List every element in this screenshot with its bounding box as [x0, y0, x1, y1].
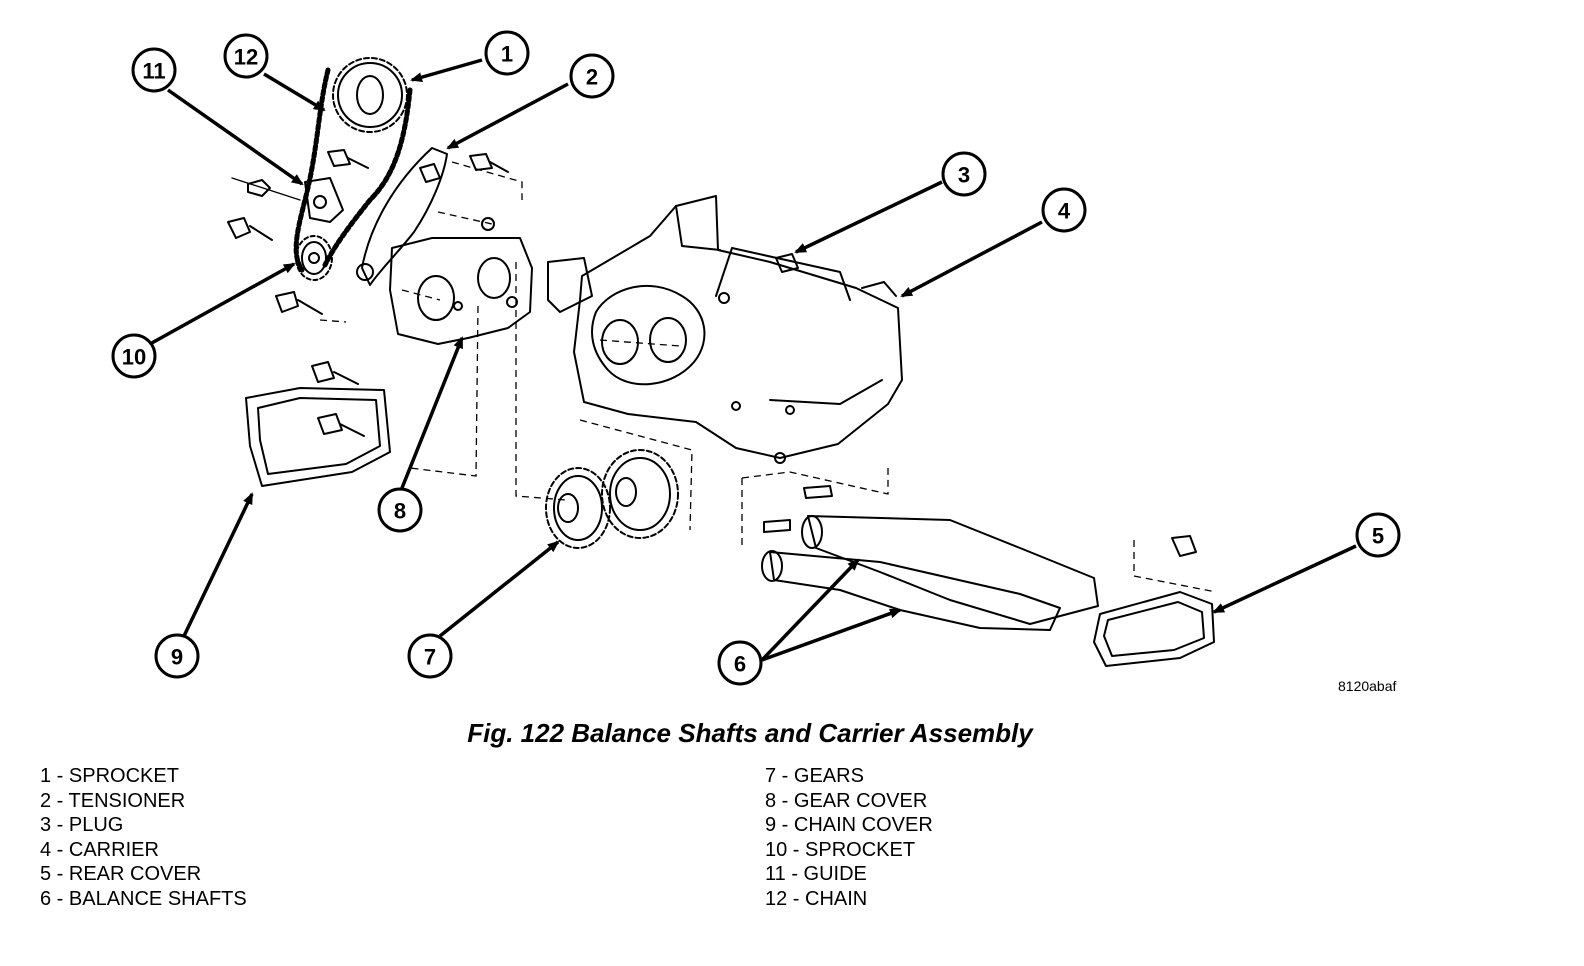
tensioner-drawing — [356, 147, 448, 286]
legend-item: 5 - REAR COVER — [40, 863, 202, 886]
legend-right-column: 7 - GEARS 8 - GEAR COVER 9 - CHAIN COVER… — [765, 764, 933, 912]
legend-item: 10 - SPROCKET — [765, 838, 916, 861]
callout-number-4: 4 — [1058, 199, 1071, 224]
rear-cover-drawing — [1093, 591, 1215, 667]
legend-item: 4 - CARRIER — [40, 838, 159, 861]
sprocket-drawing — [332, 57, 408, 133]
small-sprocket-drawing — [295, 235, 333, 281]
callout-circle-2 — [569, 53, 615, 99]
callout-number-6: 6 — [734, 652, 746, 677]
callout-circle-12 — [223, 33, 269, 79]
callout-number-3: 3 — [958, 163, 970, 188]
callout-number-8: 8 — [394, 499, 406, 524]
callout-circle-7 — [407, 633, 453, 679]
callout-number-5: 5 — [1372, 524, 1384, 549]
legend-left-column: 1 - SPROCKET 2 - TENSIONER 3 - PLUG 4 - … — [40, 764, 247, 912]
legend-item: 6 - BALANCE SHAFTS — [40, 887, 247, 910]
balance-shafts-drawing — [761, 485, 1099, 631]
callout-circle-9 — [154, 633, 200, 679]
callout-number-12: 12 — [234, 45, 258, 70]
callout-circle-5 — [1355, 512, 1401, 558]
callout-circle-3 — [941, 151, 987, 197]
callout-circle-4 — [1041, 187, 1087, 233]
bolt-drawings — [227, 149, 1197, 557]
callout-circle-10 — [111, 333, 157, 379]
legend-item: 3 - PLUG — [40, 814, 124, 837]
carrier-drawing — [547, 195, 903, 464]
legend-item: 11 - GUIDE — [765, 863, 867, 886]
callout-number-9: 9 — [171, 645, 183, 670]
callout-number-2: 2 — [586, 65, 598, 90]
legend-item: 12 - CHAIN — [765, 887, 868, 910]
callout-number-11: 11 — [142, 59, 165, 84]
figure-id-code: 8120abaf — [1338, 678, 1397, 694]
legend-item: 2 - TENSIONER — [40, 789, 186, 812]
callout-circle-8 — [377, 487, 423, 533]
gear-cover-drawing — [389, 217, 533, 345]
legend-item: 1 - SPROCKET — [40, 765, 179, 787]
chain-cover-drawing — [245, 387, 391, 487]
callout-number-1: 1 — [501, 42, 513, 67]
callout-number-10: 10 — [122, 345, 146, 370]
callout-number-7: 7 — [424, 645, 436, 670]
callout-circle-1 — [484, 30, 530, 76]
callout-circle-6 — [717, 640, 763, 686]
figure-caption: Fig. 122 Balance Shafts and Carrier Asse… — [467, 718, 1033, 748]
legend-item: 9 - CHAIN COVER — [765, 814, 933, 837]
chain-drawing — [293, 67, 413, 273]
gears-drawing — [545, 449, 679, 549]
exploded-assembly-diagram: 1 2 3 4 5 6 7 8 9 10 11 12 — [111, 30, 1401, 686]
callout-circle-11 — [131, 47, 177, 93]
legend-item: 8 - GEAR COVER — [765, 789, 928, 812]
guide-drawing — [231, 177, 344, 223]
legend-item: 7 - GEARS — [765, 765, 864, 787]
